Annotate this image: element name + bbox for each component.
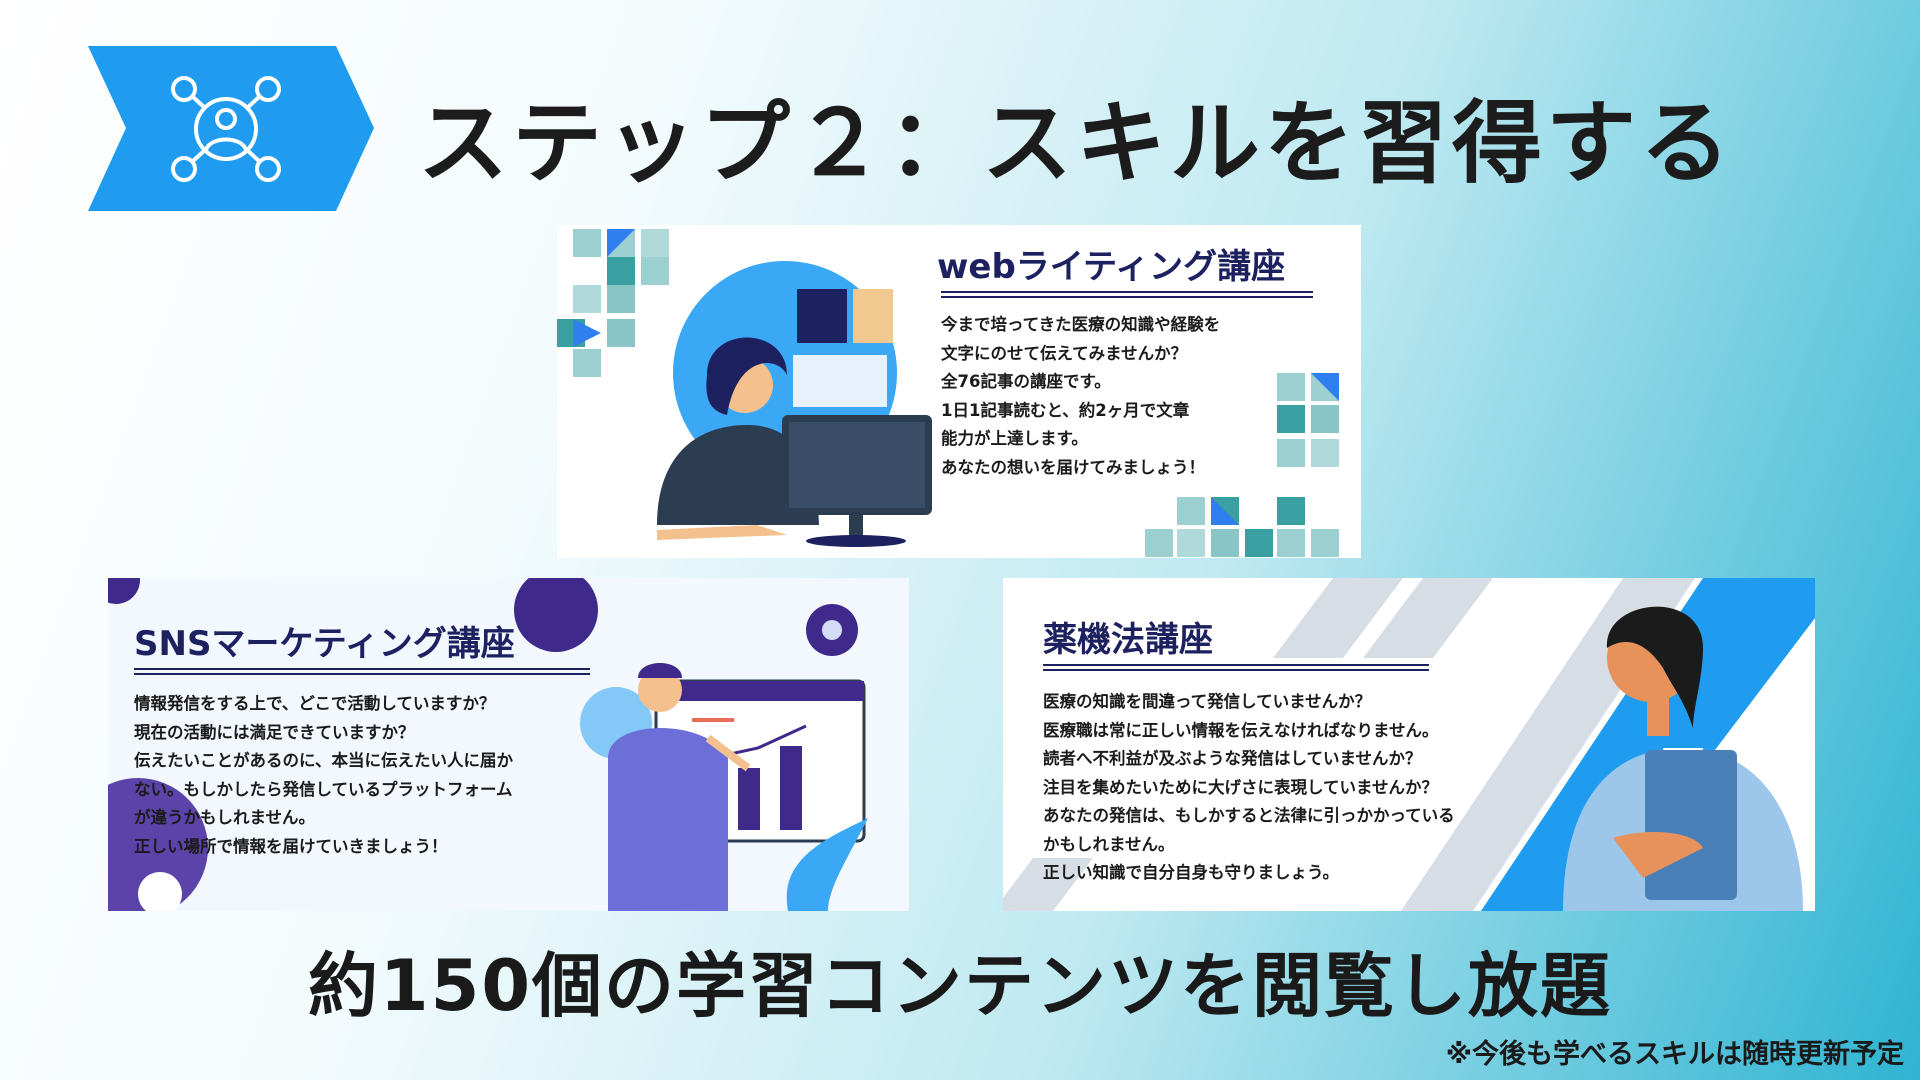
card-title: 薬機法講座	[1043, 620, 1213, 660]
card-description: 医療の知識を間違って発信していませんか？ 医療職は常に正しい情報を伝えなければな…	[1043, 692, 1455, 882]
card-description: 今まで培ってきた医療の知識や経験を 文字にのせて伝えてみませんか？ 全76記事の…	[941, 315, 1221, 477]
man-presenting-chart-icon	[580, 663, 868, 911]
web-writing-course-card: webライティング講座 今まで培ってきた医療の知識や経験を 文字にのせて伝えてみ…	[557, 225, 1361, 558]
title-underline	[941, 291, 1313, 298]
page-title: ステップ２：スキルを習得する	[418, 91, 1734, 196]
card-title: SNSマーケティング講座	[134, 624, 515, 664]
pharmaceutical-law-course-card: 薬機法講座 医療の知識を間違って発信していませんか？ 医療職は常に正しい情報を伝…	[1003, 578, 1815, 911]
purple-circles-pattern	[108, 578, 868, 911]
title-underline	[134, 668, 590, 675]
woman-at-computer-icon	[657, 261, 932, 547]
content-count-headline: 約150個の学習コンテンツを閲覧し放題	[307, 945, 1613, 1027]
title-underline	[1043, 664, 1429, 671]
update-footnote: ※今後も学べるスキルは随時更新予定	[1445, 1039, 1904, 1070]
woman-with-folder-icon	[1563, 606, 1803, 911]
card-title: webライティング講座	[937, 247, 1286, 287]
sns-marketing-course-card: SNSマーケティング講座 情報発信をする上で、どこで活動していますか？ 現在の活…	[108, 578, 909, 911]
people-network-icon	[171, 76, 281, 182]
step-badge	[88, 46, 374, 211]
card-description: 情報発信をする上で、どこで活動していますか？ 現在の活動には満足できていますか？…	[134, 694, 514, 856]
slanted-stripes-pattern	[1003, 578, 1815, 911]
teal-squares-pattern	[557, 229, 1339, 557]
